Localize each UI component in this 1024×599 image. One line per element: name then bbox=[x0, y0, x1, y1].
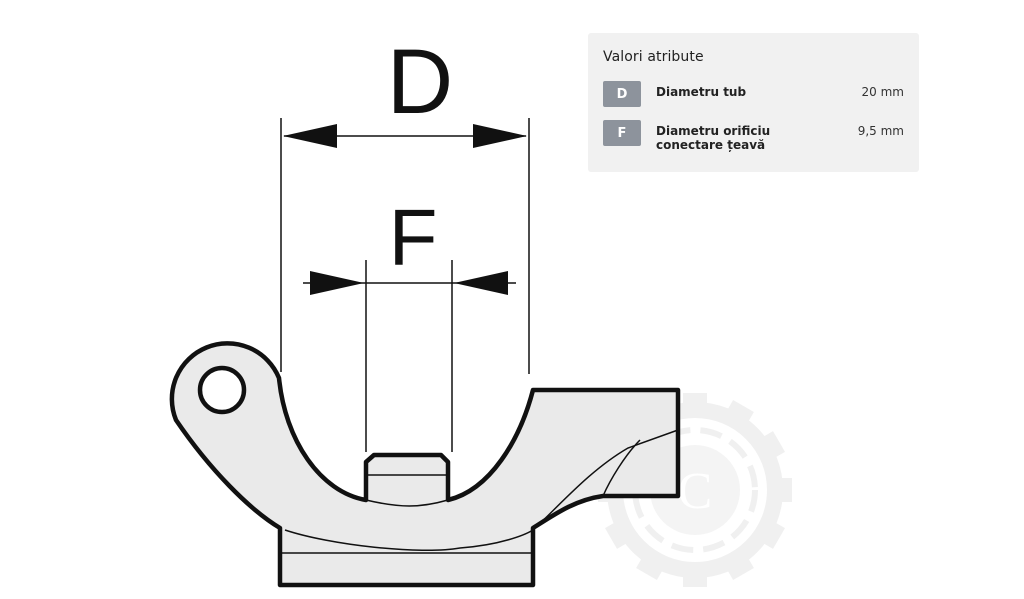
arrow-left-f bbox=[310, 271, 364, 295]
attribute-value: 9,5 mm bbox=[857, 124, 904, 138]
attribute-label: Diametru orificiu conectare țeavă bbox=[656, 124, 771, 152]
dimension-d bbox=[280, 118, 530, 374]
attribute-row-d: D Diametru tub 20 mm bbox=[603, 81, 904, 107]
arrow-right-d bbox=[473, 124, 527, 148]
panel-title: Valori atribute bbox=[603, 49, 704, 65]
mount-hole bbox=[197, 365, 247, 415]
part-detail-lines bbox=[197, 365, 679, 554]
attribute-row-f: F Diametru orificiu conectare țeavă 9,5 … bbox=[603, 120, 904, 152]
attribute-label: Diametru tub bbox=[656, 85, 747, 99]
watermark-letter: C bbox=[678, 463, 713, 520]
attribute-value: 20 mm bbox=[861, 85, 904, 99]
dimension-f-label: F bbox=[389, 193, 438, 282]
attribute-values-panel: Valori atribute D Diametru tub 20 mm F D… bbox=[588, 33, 919, 172]
attribute-badge: D bbox=[603, 81, 641, 107]
dimension-d-label: D bbox=[387, 31, 453, 133]
arrow-right-f bbox=[454, 271, 508, 295]
arrow-left-d bbox=[283, 124, 337, 148]
attribute-badge: F bbox=[603, 120, 641, 146]
bracket-part bbox=[169, 341, 681, 588]
dimension-f bbox=[303, 260, 516, 452]
